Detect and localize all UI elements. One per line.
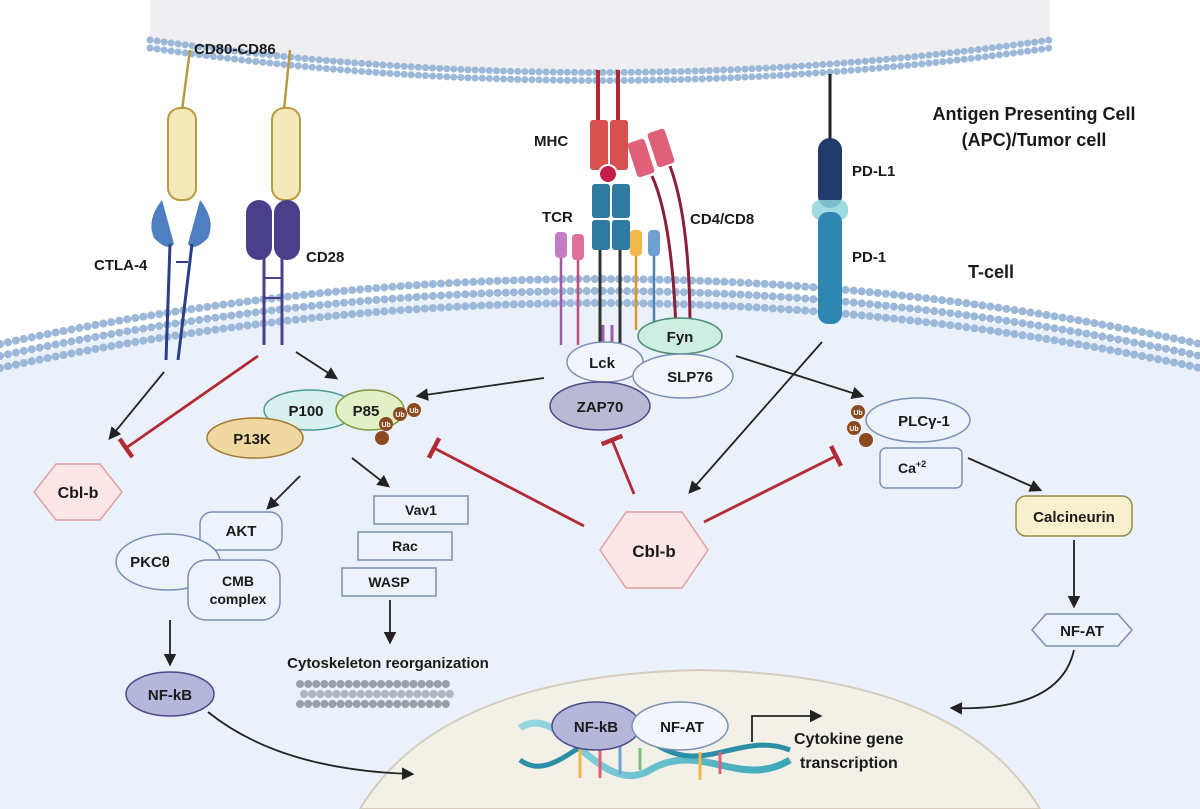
- ctla4-receptor: [151, 49, 211, 361]
- node-cmb: [187, 559, 281, 621]
- arrow-tcr-to-pi3k: [415, 377, 545, 401]
- label-ctla4: CTLA-4: [94, 257, 148, 274]
- text-cmb-line1: CMB: [222, 573, 254, 589]
- node-zap70: [549, 381, 651, 431]
- text-nfat: NF-AT: [1060, 623, 1104, 640]
- node-pi3k: [206, 417, 304, 459]
- text-nucleus-nfat: NF-AT: [660, 719, 704, 736]
- pd1-pdl1-complex: [812, 74, 848, 324]
- node-ca: [879, 447, 963, 489]
- text-ub-4: Ub: [853, 410, 862, 417]
- inhibit-cblb-plc: [703, 444, 844, 524]
- node-nucleus-nfat: [631, 701, 729, 751]
- label-cd80-cd86: CD80-CD86: [194, 41, 276, 58]
- text-ub-3: Ub: [409, 408, 418, 415]
- arrow-cd28-to-pi3k: [295, 351, 339, 380]
- node-rac: [357, 531, 453, 561]
- arrow-pd1-to-cblb: [688, 341, 823, 494]
- arrow-pi3k-to-vav1: [351, 457, 390, 488]
- text-cblb-center: Cbl-b: [632, 542, 675, 561]
- arrow-pi3k-to-akt: [266, 475, 301, 510]
- node-akt: [199, 511, 283, 551]
- text-cytokine-line2: transcription: [800, 755, 898, 772]
- text-p85: P85: [353, 403, 380, 420]
- node-slp76: [632, 353, 734, 399]
- text-nucleus-nfkb: NF-kB: [574, 719, 618, 736]
- text-plcg1: PLCγ-1: [898, 413, 950, 430]
- activation-arrows: [108, 341, 1081, 780]
- text-rac: Rac: [392, 538, 418, 554]
- label-cd4-cd8: CD4/CD8: [690, 211, 754, 228]
- text-cytokine-line1: Cytokine gene: [794, 731, 903, 748]
- text-ca: Ca+2: [898, 459, 926, 476]
- node-cblb-center: [599, 511, 709, 589]
- node-wasp: [341, 567, 437, 597]
- actin-filaments: [296, 680, 460, 708]
- arrow-transcription: [751, 709, 823, 742]
- cd4-cd8-coreceptor: [627, 128, 692, 331]
- text-pkc: PKCθ: [130, 554, 170, 571]
- node-vav1: [373, 495, 469, 525]
- text-ub-2: Ub: [381, 422, 390, 429]
- label-pd-1: PD-1: [852, 249, 886, 266]
- text-calcineurin: Calcineurin: [1033, 509, 1115, 526]
- text-p100: P100: [288, 403, 323, 420]
- text-pi3k: P13K: [233, 431, 271, 448]
- text-slp76: SLP76: [667, 369, 713, 386]
- text-vav1: Vav1: [405, 502, 437, 518]
- inhibit-cd28-cblb: [117, 354, 259, 459]
- node-nfkb: [125, 671, 215, 717]
- text-wasp: WASP: [368, 574, 409, 590]
- label-tcell: T-cell: [968, 262, 1014, 282]
- text-cblb-left: Cbl-b: [58, 485, 99, 502]
- label-cd28: CD28: [306, 249, 344, 266]
- cd28-receptor: [246, 49, 301, 345]
- label-mhc: MHC: [534, 133, 568, 150]
- text-cmb-line2: complex: [210, 591, 267, 607]
- node-nfat: [1031, 613, 1133, 647]
- inhibit-cblb-zap70: [600, 433, 636, 495]
- node-calcineurin: [1015, 495, 1133, 537]
- mhc-tcr-complex: [555, 70, 660, 352]
- inhibit-cblb-pi3k: [426, 437, 585, 528]
- text-nfkb: NF-kB: [148, 687, 192, 704]
- ub-cluster-plc: [847, 405, 873, 447]
- text-ca-base: Ca: [898, 460, 916, 476]
- text-cytoskeleton: Cytoskeleton reorganization: [287, 655, 489, 672]
- arrow-ca-to-calcineurin: [967, 457, 1043, 492]
- text-ca-sup: +2: [916, 459, 926, 469]
- arrow-slp76-to-plc: [735, 355, 865, 399]
- text-fyn: Fyn: [667, 329, 694, 346]
- arrow-nfat-to-nucleus: [949, 649, 1075, 715]
- label-pd-l1: PD-L1: [852, 163, 895, 180]
- label-tcr: TCR: [542, 209, 573, 226]
- inhibition-lines: [117, 354, 844, 528]
- arrow-nfkb-to-nucleus: [207, 711, 415, 780]
- label-apc-line1: Antigen Presenting Cell: [932, 104, 1135, 124]
- text-akt: AKT: [226, 523, 257, 540]
- text-zap70: ZAP70: [577, 399, 624, 416]
- text-lck: Lck: [589, 355, 616, 372]
- label-apc-line2: (APC)/Tumor cell: [962, 130, 1107, 150]
- node-plcg1: [865, 397, 971, 443]
- text-ub-1: Ub: [395, 412, 404, 419]
- arrow-ctla4-to-cblb: [108, 371, 165, 440]
- ub-cluster-p85: [375, 403, 421, 445]
- node-cblb-left: [33, 463, 123, 521]
- text-ub-5: Ub: [849, 426, 858, 433]
